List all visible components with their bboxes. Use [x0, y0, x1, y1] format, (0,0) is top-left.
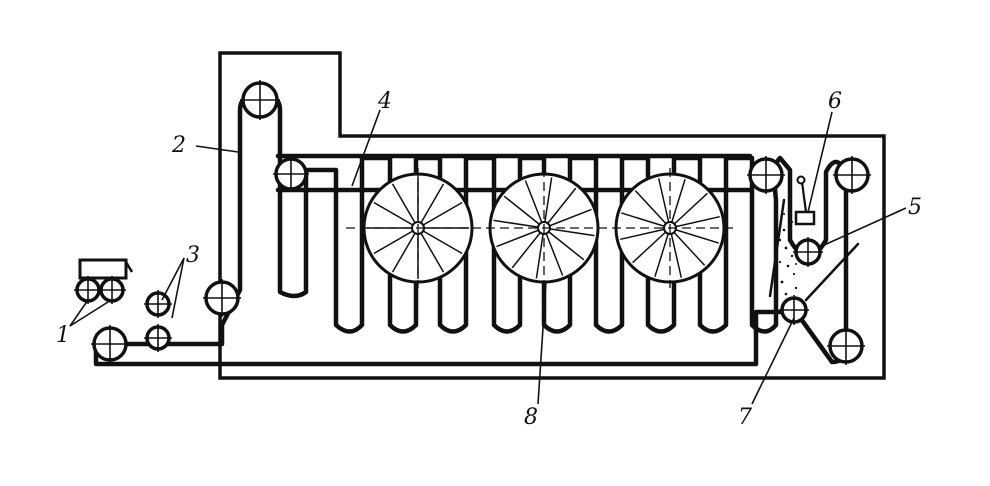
- sensor-assembly: [794, 175, 816, 226]
- roller: [144, 290, 172, 318]
- leader-3b: [171, 257, 185, 319]
- roller: [74, 276, 102, 304]
- leader-lines: [69, 109, 907, 405]
- leader-2: [195, 145, 239, 153]
- roller: [747, 156, 785, 194]
- roller: [203, 279, 241, 317]
- roller: [144, 324, 172, 352]
- label-5: 5: [908, 195, 922, 220]
- roller: [91, 325, 129, 363]
- leader-6: [807, 111, 833, 213]
- label-8: 8: [524, 405, 538, 430]
- label-1: 1: [56, 323, 70, 348]
- roller: [833, 156, 871, 194]
- roller: [827, 327, 865, 365]
- leader-1b: [69, 301, 109, 327]
- label-3: 3: [186, 243, 200, 268]
- leader-1a: [69, 299, 89, 327]
- hopper-right-wall: [804, 242, 860, 302]
- roller: [779, 295, 809, 325]
- leader-4: [351, 109, 381, 187]
- feed-unit: [78, 258, 134, 280]
- roller: [98, 276, 126, 304]
- roller: [273, 156, 309, 192]
- rollers: [74, 80, 871, 365]
- label-7: 7: [738, 405, 752, 430]
- label-2: 2: [171, 133, 186, 158]
- label-6: 6: [828, 89, 842, 114]
- machine-housing: [218, 51, 886, 380]
- roller: [793, 237, 823, 267]
- leader-8: [537, 281, 547, 405]
- leader-5: [821, 207, 907, 247]
- label-4: 4: [377, 89, 392, 114]
- hopper-left-wall: [768, 198, 786, 298]
- roller: [240, 80, 280, 120]
- leader-3a: [161, 257, 185, 301]
- leader-7: [751, 317, 795, 405]
- feed-unit-housing: [78, 258, 128, 280]
